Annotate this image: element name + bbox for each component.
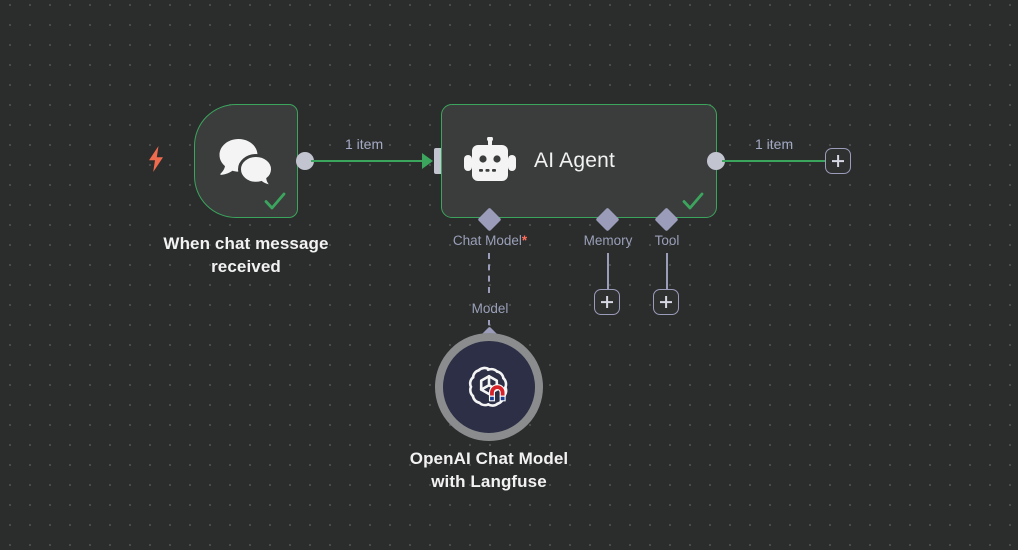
model-label-line2: with Langfuse: [431, 472, 547, 492]
connection-memory-stub[interactable]: [606, 253, 609, 290]
agent-output-port[interactable]: [707, 152, 725, 170]
model-label-line1: OpenAI Chat Model: [409, 449, 569, 468]
connection-arrowhead-icon: [422, 153, 433, 169]
agent-input-port[interactable]: [434, 148, 443, 174]
node-openai-chat-model[interactable]: [435, 333, 543, 441]
node-when-chat-message-received[interactable]: [194, 104, 298, 218]
node-ai-agent[interactable]: AI Agent: [441, 104, 717, 218]
connection-agent-to-add[interactable]: [722, 159, 825, 162]
required-asterisk-icon: *: [521, 233, 528, 248]
port-label-memory-text: Memory: [583, 233, 633, 248]
lightning-bolt-icon: [147, 146, 165, 172]
add-node-button[interactable]: [825, 148, 851, 174]
trigger-label-line1: When chat message: [163, 234, 329, 253]
check-icon: [262, 188, 288, 214]
add-tool-button[interactable]: [653, 289, 679, 315]
trigger-label-line2: received: [211, 257, 281, 277]
trigger-output-port[interactable]: [296, 152, 314, 170]
port-label-chat-model-text: Chat Model: [452, 233, 522, 248]
chat-bubbles-icon: [217, 137, 275, 188]
robot-icon: [464, 136, 516, 185]
node-title-ai-agent: AI Agent: [534, 149, 615, 172]
connection-label-agent-output: 1 item: [755, 136, 794, 152]
check-icon: [680, 188, 706, 214]
connection-trigger-to-agent[interactable]: [311, 159, 424, 162]
port-label-tool-text: Tool: [654, 233, 680, 248]
node-label-trigger: When chat message received: [150, 232, 342, 279]
connection-agent-to-model[interactable]: [488, 253, 490, 293]
node-label-openai-model: OpenAI Chat Model with Langfuse: [389, 447, 589, 494]
port-label-chat-model: Chat Model*: [440, 233, 540, 248]
openai-langfuse-icon: [465, 363, 513, 411]
port-label-memory: Memory: [558, 233, 658, 248]
connection-tool-stub[interactable]: [665, 253, 668, 290]
add-memory-button[interactable]: [594, 289, 620, 315]
connection-label-model: Model: [471, 301, 509, 316]
connection-label-trigger-to-agent: 1 item: [345, 136, 384, 152]
magnet-glyph: [488, 384, 506, 402]
port-label-tool: Tool: [617, 233, 717, 248]
